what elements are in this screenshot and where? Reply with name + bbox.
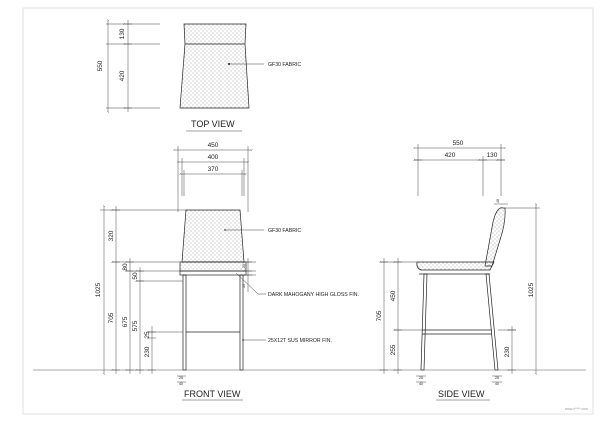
side-view-backrest bbox=[484, 207, 506, 267]
top-view-fabric-note: GF30 FABRIC bbox=[268, 62, 301, 68]
front-view-dim-675: 675 bbox=[122, 316, 129, 327]
front-view-leg-dim-a: 25 bbox=[179, 376, 183, 380]
front-view-dim-overall-height: 1025 bbox=[95, 282, 102, 297]
top-view-dim-total: 550 bbox=[97, 60, 104, 71]
front-view-leg-dimensions: 25 40 bbox=[177, 375, 186, 386]
side-view-dim-front: 420 bbox=[445, 152, 456, 159]
front-view-dim-footrest: 230 bbox=[144, 346, 151, 357]
side-view-front-leg-dim-a: 25 bbox=[419, 376, 423, 380]
front-view-metal-note: 25X12T SUS MIRROR FIN. bbox=[268, 338, 332, 344]
side-view-height-dimensions: 705 450 255 1025 230 bbox=[376, 203, 540, 375]
front-view-wood-note: DARK MAHOGANY HIGH GLOSS FIN. bbox=[268, 292, 359, 298]
front-view-backrest bbox=[181, 209, 245, 263]
side-view-width-dimensions: 550 420 130 40 bbox=[413, 140, 508, 205]
side-view-dim-back: 130 bbox=[487, 152, 498, 159]
top-view: 550 130 420 GF30 FABRIC TOP VIEW bbox=[97, 19, 301, 132]
side-view-dim-top: 40 bbox=[496, 199, 500, 203]
front-view-dim-25: 25 bbox=[144, 331, 151, 339]
front-view-label: FRONT VIEW bbox=[184, 389, 241, 399]
front-view-seat bbox=[179, 261, 247, 272]
front-view-dim-width-mid: 400 bbox=[208, 154, 219, 161]
side-view-front-leg bbox=[420, 273, 428, 371]
top-view-dim-back: 130 bbox=[119, 28, 126, 39]
side-view-leg-dimensions: 25 40 25 40 bbox=[416, 375, 502, 386]
front-view-dim-80: 80 bbox=[122, 263, 129, 271]
front-view-dim-15: 15 bbox=[242, 284, 246, 288]
top-view-label: TOP VIEW bbox=[191, 119, 235, 129]
front-view-dim-width-overall: 450 bbox=[208, 142, 219, 149]
side-view-back-leg bbox=[485, 273, 499, 371]
front-view-leg-dim-b: 40 bbox=[179, 382, 183, 386]
front-view-chair bbox=[179, 209, 247, 371]
front-view-seat-frame bbox=[179, 270, 247, 276]
side-view-label: SIDE VIEW bbox=[438, 389, 485, 399]
front-view-fabric-note: GF30 FABRIC bbox=[268, 228, 301, 234]
side-view-seat bbox=[416, 261, 495, 271]
top-view-depth-dimension: 550 130 420 bbox=[97, 19, 160, 113]
front-view-seat-edge-dimensions: 20 15 bbox=[242, 258, 256, 292]
side-view-back-leg-dim-a: 25 bbox=[495, 376, 499, 380]
top-view-seat-outline bbox=[179, 23, 250, 109]
top-view-dim-front: 420 bbox=[119, 70, 126, 81]
front-view-width-dimensions: 450 400 370 bbox=[173, 142, 253, 212]
side-view-back-leg-dim-b: 40 bbox=[495, 382, 499, 386]
side-view-dim-overall-width: 550 bbox=[453, 140, 464, 147]
sheet-border bbox=[22, 7, 594, 415]
side-view-dim-footrest: 230 bbox=[504, 346, 511, 357]
front-view-dim-back: 320 bbox=[108, 230, 115, 241]
front-view-dim-20: 20 bbox=[242, 264, 246, 268]
front-view-height-dimensions: 1025 320 705 80 675 50 575 25 230 bbox=[95, 205, 186, 375]
front-view-dim-width-inner: 370 bbox=[208, 166, 219, 173]
front-view-left-leg bbox=[182, 274, 187, 371]
front-view-wood-leader bbox=[235, 272, 259, 295]
front-view-right-leg bbox=[239, 274, 244, 371]
front-view: 450 400 370 bbox=[95, 142, 359, 401]
front-view-dim-50: 50 bbox=[132, 272, 139, 280]
watermark: www.c****.com bbox=[565, 407, 588, 411]
side-view-front-leg-dim-b: 40 bbox=[419, 382, 423, 386]
side-view-dim-seat: 705 bbox=[376, 310, 383, 321]
side-view-dim-overall-height: 1025 bbox=[528, 282, 535, 297]
front-view-dim-575: 575 bbox=[132, 320, 139, 331]
side-view-dim-255: 255 bbox=[390, 344, 397, 355]
side-view: 550 420 130 40 705 450 bbox=[376, 140, 540, 401]
side-view-dim-450: 450 bbox=[390, 290, 397, 301]
front-view-dim-seat: 705 bbox=[108, 312, 115, 323]
side-view-chair bbox=[416, 207, 506, 371]
